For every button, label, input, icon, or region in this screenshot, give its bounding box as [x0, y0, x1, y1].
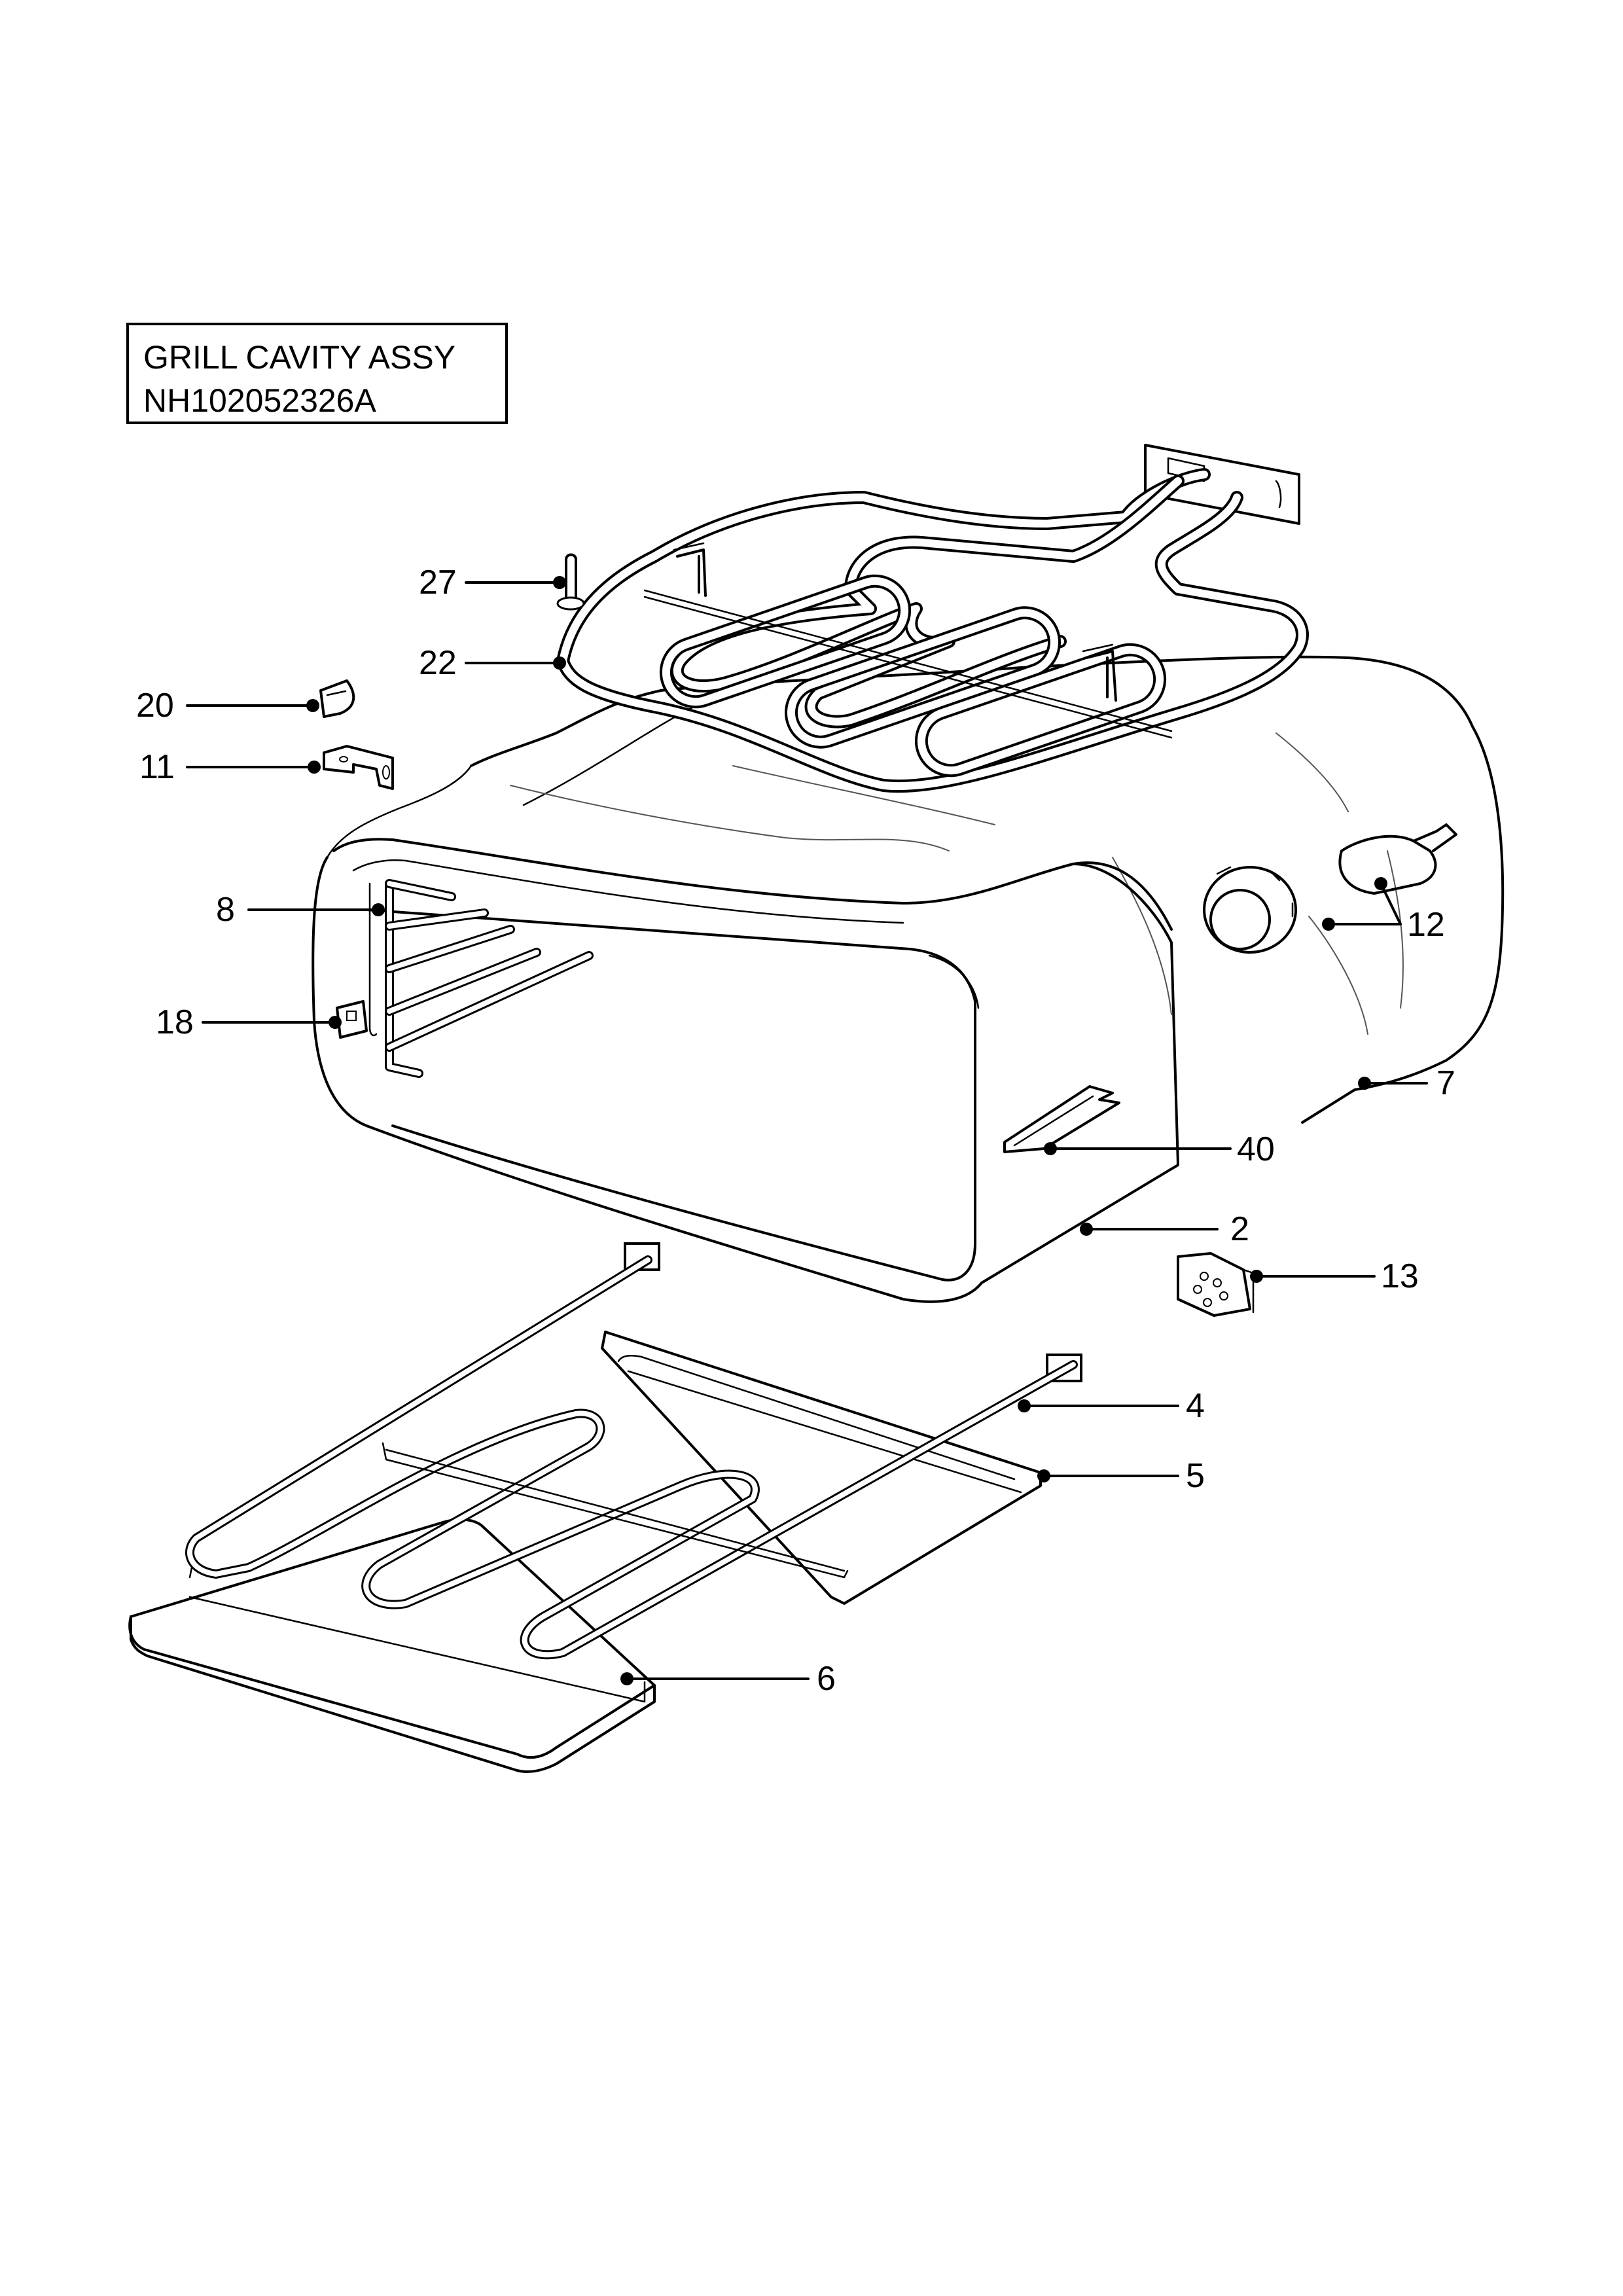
side-shelf-runner — [368, 879, 594, 1078]
callout-7: 7 — [1436, 1064, 1455, 1102]
mounting-screw — [556, 553, 585, 611]
heat-shield-plate — [601, 1331, 1042, 1605]
callout-8: 8 — [216, 891, 235, 929]
upper-grill-element — [556, 444, 1309, 793]
title-line-2: NH102052326A — [143, 382, 376, 419]
callout-27: 27 — [419, 564, 457, 601]
terminal-block — [1177, 1252, 1255, 1317]
grill-cavity — [312, 655, 1505, 1303]
callout-12: 12 — [1407, 906, 1445, 944]
callout-5: 5 — [1186, 1457, 1205, 1495]
callout-22: 22 — [419, 644, 457, 682]
runner-clip — [336, 1000, 368, 1039]
channel-bracket — [1003, 1085, 1120, 1153]
callout-18: 18 — [156, 1003, 194, 1041]
callout-6: 6 — [817, 1660, 836, 1698]
clip — [319, 679, 355, 718]
callout-leaders — [186, 576, 1428, 1685]
callout-11: 11 — [139, 748, 175, 786]
title-box: GRILL CAVITY ASSY NH102052326A — [126, 323, 508, 424]
callout-20: 20 — [136, 687, 174, 725]
title-line-1: GRILL CAVITY ASSY — [143, 339, 456, 376]
callout-13: 13 — [1381, 1257, 1419, 1295]
callout-4: 4 — [1186, 1387, 1205, 1425]
bracket — [323, 745, 394, 790]
callout-2: 2 — [1230, 1210, 1249, 1248]
callout-40: 40 — [1237, 1130, 1275, 1168]
callout-labels: 27 22 20 11 8 18 12 7 40 2 13 4 5 6 — [136, 564, 1455, 1698]
lamp-holder-and-bulb — [1203, 823, 1457, 954]
lower-element — [185, 1255, 1082, 1703]
